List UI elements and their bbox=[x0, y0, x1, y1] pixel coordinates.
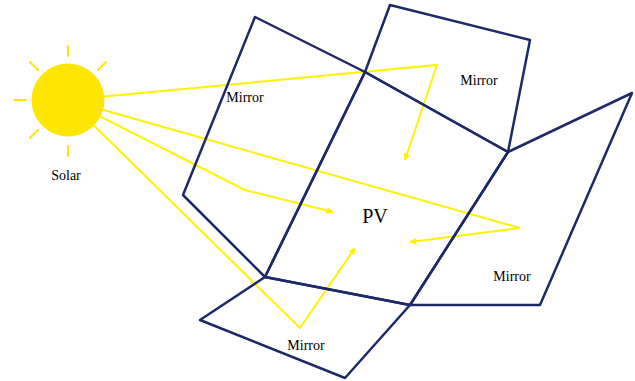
light-ray bbox=[103, 110, 520, 242]
mirror-panel: Mirror bbox=[410, 93, 632, 305]
panel-outline bbox=[200, 277, 410, 378]
pv-panel: PV bbox=[265, 72, 508, 305]
panel-label: PV bbox=[362, 205, 388, 228]
source-label: Solar bbox=[51, 168, 81, 184]
panel-outline bbox=[183, 17, 365, 277]
mirror-panel: Mirror bbox=[365, 5, 530, 152]
mirror-panel: Mirror bbox=[200, 277, 410, 378]
panel-outline bbox=[365, 5, 530, 152]
mirror-label: Mirror bbox=[287, 338, 324, 354]
light-ray bbox=[94, 125, 355, 328]
sun-disc bbox=[32, 64, 104, 136]
mirror-label: Mirror bbox=[226, 90, 263, 106]
sun-source: Solar bbox=[32, 64, 104, 136]
mirror-label: Mirror bbox=[460, 73, 497, 89]
light-ray bbox=[104, 65, 437, 160]
mirror-label: Mirror bbox=[493, 269, 530, 285]
panel-outline bbox=[265, 72, 508, 305]
light-ray bbox=[100, 116, 333, 212]
mirror-panel: Mirror bbox=[183, 17, 365, 277]
